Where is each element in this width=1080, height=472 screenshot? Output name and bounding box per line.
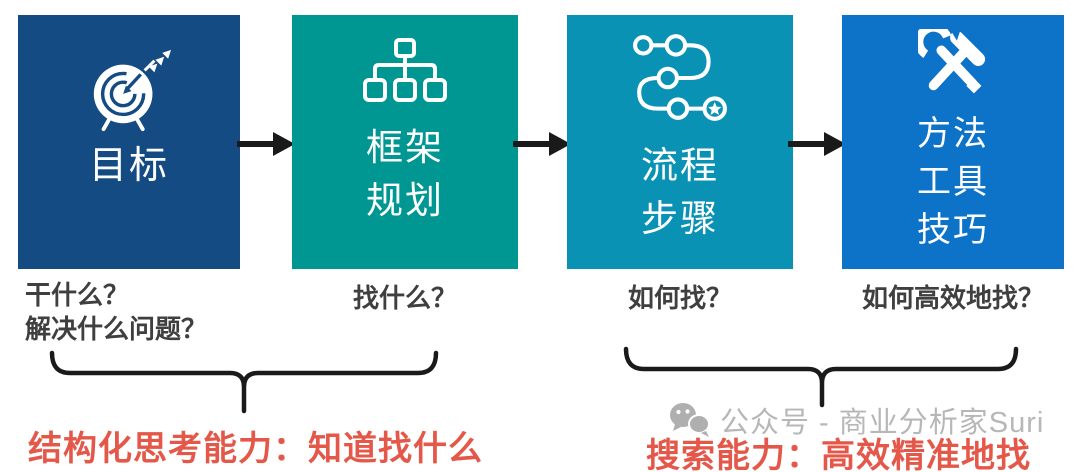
step-title: 目标 [88,145,169,187]
step-title: 框架 [366,127,444,168]
step-title: 方法 [917,115,989,153]
step-title: 技巧 [917,211,989,249]
step-box-goal: 目标 [18,15,240,269]
brace-search-ability [623,346,1019,408]
process-path-icon [633,34,727,121]
step-title: 工具 [917,163,989,201]
step-title: 步骤 [641,198,719,239]
watermark-text: 公众号 - 商业分析家Suri [720,407,1045,439]
hierarchy-icon [363,38,447,102]
arrow-right-icon [237,132,295,156]
question-methods: 如何高效地找？ [861,283,1044,313]
step-title: 流程 [641,145,719,186]
question-goal: 干什么？ 解决什么问题？ [25,278,207,346]
group-label-search-ability: 搜索能力：高效精准地找 [646,437,1031,472]
brace-structured-thinking [49,350,439,414]
arrow-right-icon [513,132,571,156]
tools-icon [918,29,986,94]
step-box-framework: 框架 规划 [292,15,518,269]
question-line: 干什么？ [25,280,130,310]
wechat-icon [670,403,710,437]
step-title: 规划 [366,180,444,221]
watermark: 公众号 - 商业分析家Suri [668,399,1044,441]
target-icon [93,49,172,132]
step-box-methods: 方法 工具 技巧 [842,15,1064,269]
arrow-right-icon [788,132,846,156]
question-process: 如何找？ [627,283,732,313]
group-label-structured-thinking: 结构化思考能力：知道找什么 [28,430,483,468]
step-box-process: 流程 步骤 [567,15,793,269]
question-line: 解决什么问题？ [25,314,208,344]
question-framework: 找什么？ [352,283,457,313]
